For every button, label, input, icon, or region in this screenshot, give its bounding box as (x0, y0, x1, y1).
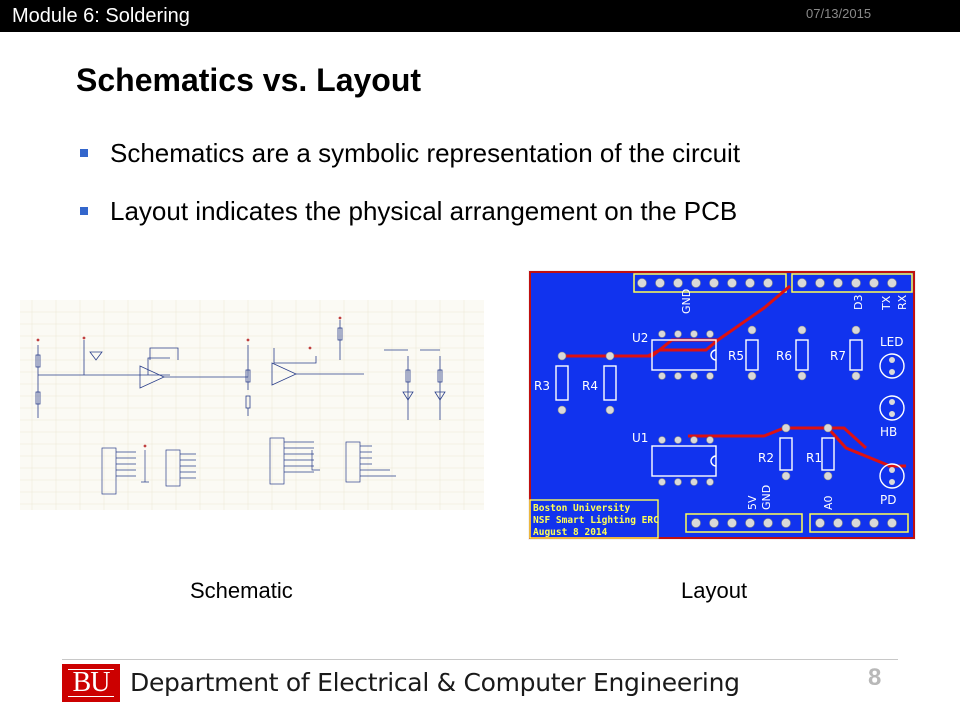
pcb-label-gnd-top: GND (680, 289, 693, 314)
pcb-board-text-line: NSF Smart Lighting ERC (533, 515, 659, 526)
bullet-item: Layout indicates the physical arrangemen… (78, 196, 740, 238)
department-name: Department of Electrical & Computer Engi… (130, 668, 740, 697)
pcb-label-r6: R6 (776, 349, 792, 363)
slide-title: Schematics vs. Layout (76, 62, 422, 98)
pcb-layout-image: U2 U1 R5 R6 R7 R3 R4 R2 R1 LED HB PD GND… (528, 270, 916, 540)
pcb-label-r2: R2 (758, 451, 774, 465)
schematic-image (20, 300, 484, 510)
module-title: Module 6: Soldering (12, 5, 190, 27)
pcb-label-rx: RX (896, 294, 909, 310)
pcb-label-r5: R5 (728, 349, 744, 363)
pcb-label-d3: D3 (852, 295, 865, 310)
page-number: 8 (868, 664, 882, 691)
pcb-label-a0: A0 (822, 495, 835, 510)
pcb-label-led: LED (880, 335, 904, 349)
pcb-label-tx: TX (880, 295, 893, 311)
pcb-label-pd: PD (880, 493, 896, 507)
footer-divider (62, 659, 898, 660)
pcb-board-text-line: August 8 2014 (533, 527, 608, 538)
header-bar: Module 6: Soldering 07/13/2015 (0, 0, 960, 32)
pcb-label-gnd-bottom: GND (760, 485, 773, 510)
bullet-item: Schematics are a symbolic representation… (78, 138, 740, 180)
pcb-label-u2: U2 (632, 331, 648, 345)
pcb-label-r3: R3 (534, 379, 550, 393)
layout-caption: Layout (681, 578, 748, 603)
pcb-label-hb: HB (880, 425, 897, 439)
slide-date: 07/13/2015 (806, 6, 872, 21)
pcb-label-5v: 5V (746, 495, 759, 510)
pcb-label-r4: R4 (582, 379, 598, 393)
pcb-label-r1: R1 (806, 451, 822, 465)
pcb-board-text-line: Boston University (533, 503, 631, 514)
pcb-label-r7: R7 (830, 349, 846, 363)
bu-logo: BU (62, 664, 120, 702)
bullet-text: Schematics are a symbolic representation… (110, 138, 741, 168)
square-bullet-icon (80, 149, 88, 157)
square-bullet-icon (80, 207, 88, 215)
bullet-list: Schematics are a symbolic representation… (78, 138, 740, 254)
bullet-text: Layout indicates the physical arrangemen… (110, 196, 738, 226)
pcb-label-u1: U1 (632, 431, 648, 445)
schematic-caption: Schematic (190, 578, 293, 603)
